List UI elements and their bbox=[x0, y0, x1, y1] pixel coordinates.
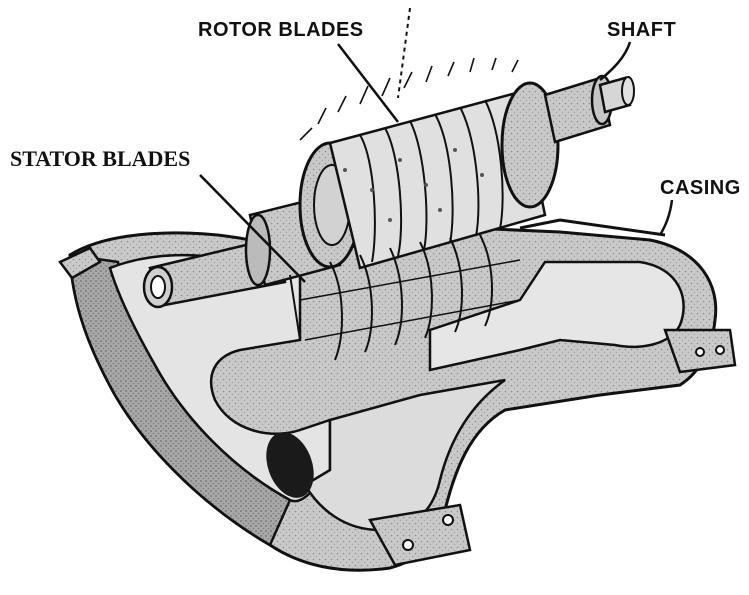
label-rotor-blades: ROTOR BLADES bbox=[198, 20, 364, 40]
leader-shaft bbox=[600, 42, 630, 80]
leader-rotor-axis-dashed bbox=[398, 8, 410, 98]
label-stator-blades: STATOR BLADES bbox=[10, 148, 190, 170]
leader-rotor-blades bbox=[338, 44, 398, 122]
label-casing: CASING bbox=[660, 178, 741, 198]
shaft-right-end bbox=[545, 76, 634, 142]
label-shaft: SHAFT bbox=[607, 20, 676, 40]
leader-casing bbox=[660, 200, 672, 235]
